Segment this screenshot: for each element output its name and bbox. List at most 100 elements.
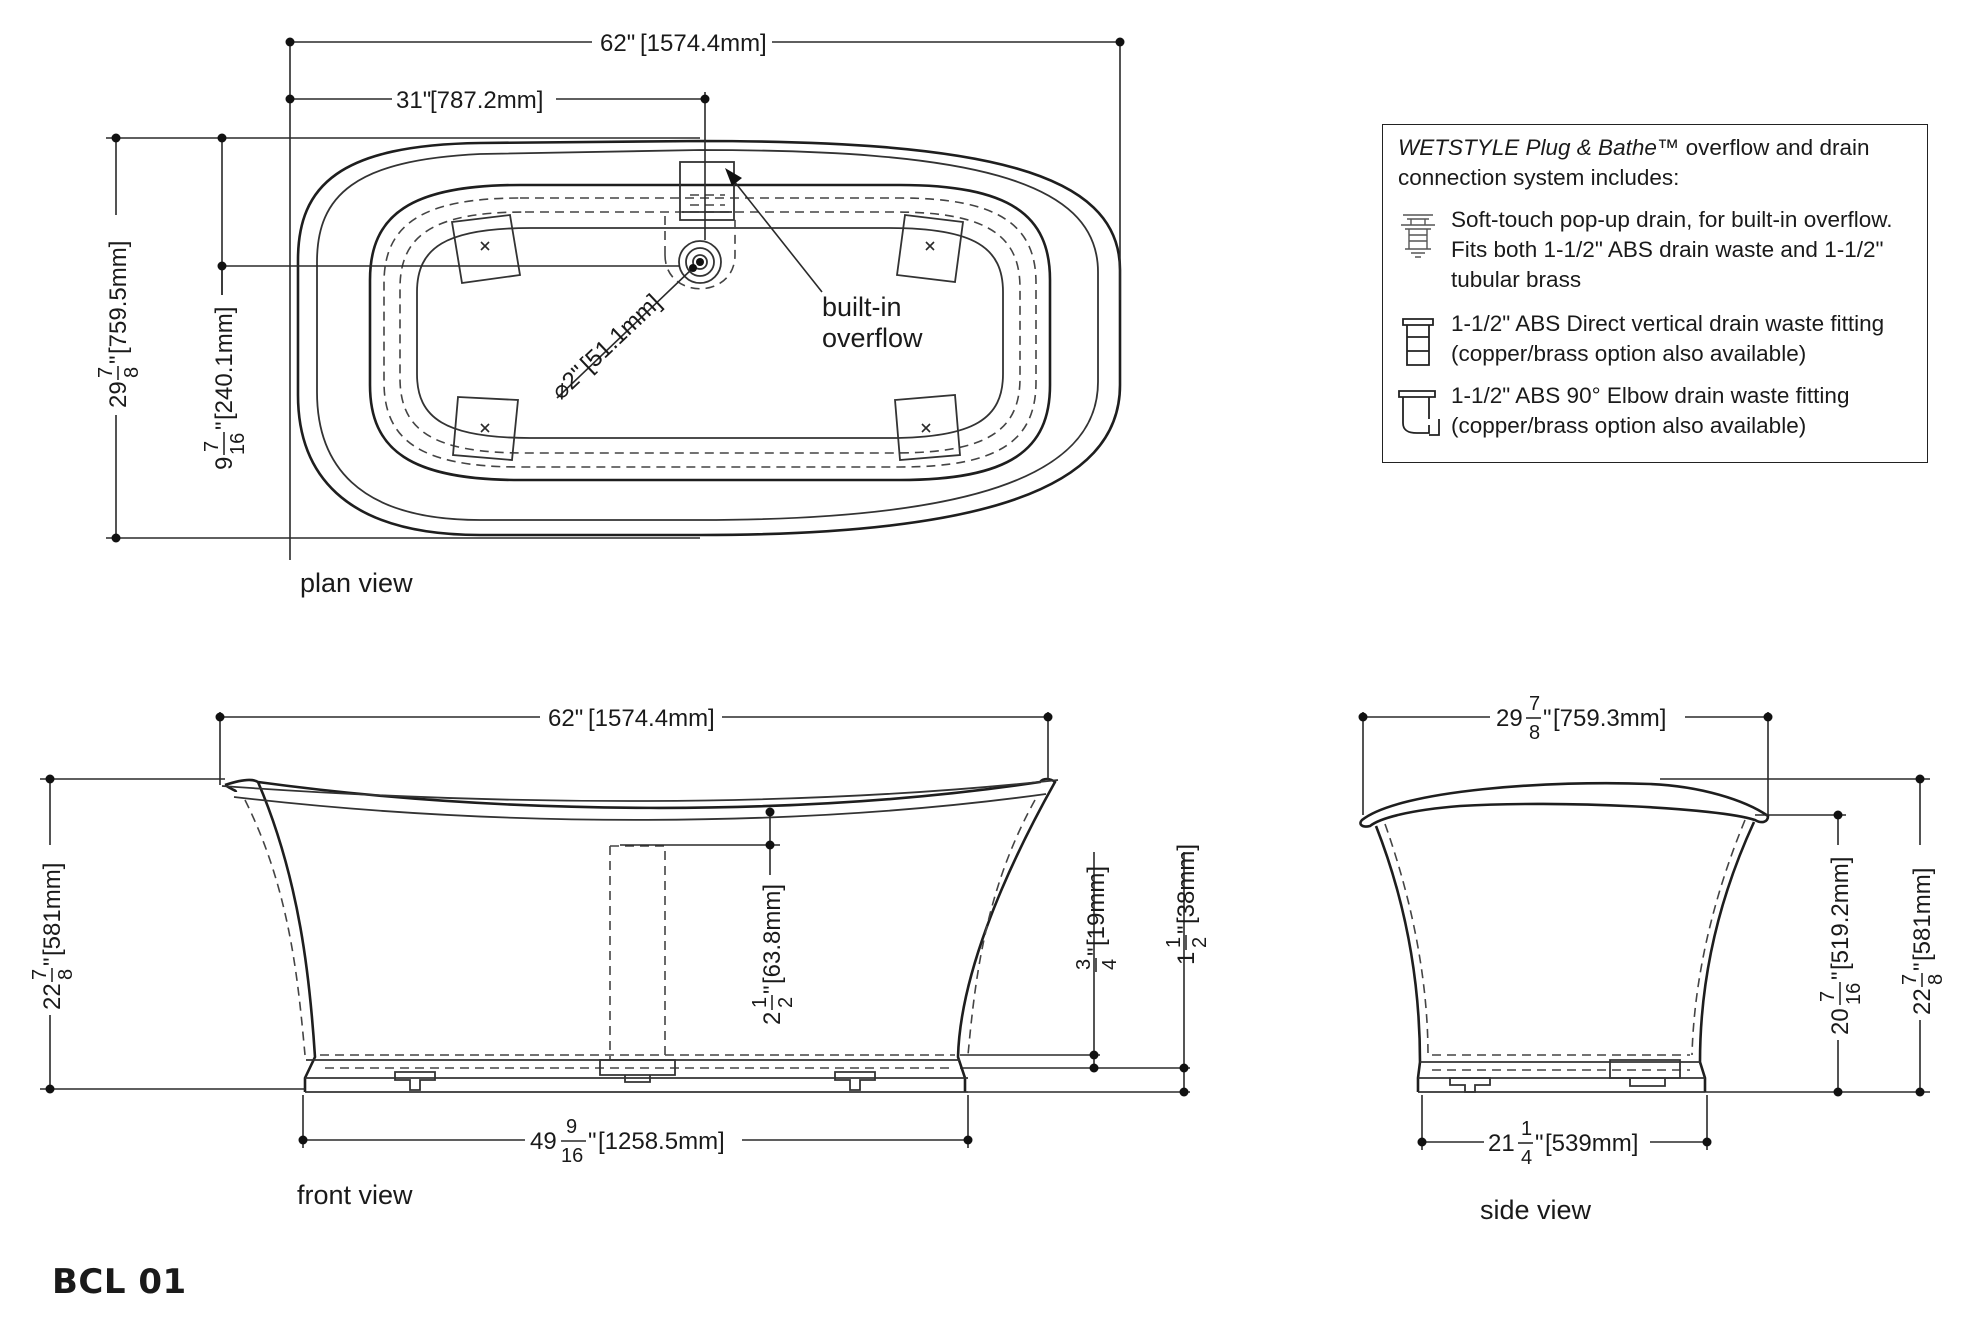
front-clearance-num: 3 (1073, 959, 1095, 970)
vertical-fitting-icon (1395, 315, 1441, 371)
front-base-length-den: 16 (561, 1145, 583, 1167)
svg-text:": " (759, 985, 786, 994)
front-plinth (305, 1077, 968, 1093)
side-inner-height-den: 16 (1843, 983, 1865, 1005)
side-height-num: 7 (1899, 974, 1921, 985)
plan-width-whole: 29 (105, 381, 132, 408)
plan-drain-offset-den: 16 (227, 433, 249, 455)
plan-rim-inner-edge (316, 149, 1099, 521)
side-inner-wall-left (1384, 823, 1429, 1056)
side-width-whole: 29 (1496, 705, 1523, 732)
plan-outer-rim (296, 139, 1122, 537)
plan-foot-bottom-right (894, 394, 961, 461)
front-inner-wall-right (967, 799, 1036, 1056)
front-height-den: 8 (55, 969, 77, 980)
legend-intro: WETSTYLE Plug & Bathe™ overflow and drai… (1398, 133, 1918, 193)
svg-text:": " (1083, 947, 1110, 956)
side-width-den: 8 (1529, 722, 1540, 744)
plan-width-dim: 29 7 8 " [759.5mm] (95, 133, 700, 543)
side-height-den: 8 (1925, 974, 1947, 985)
plan-drain (664, 215, 736, 290)
side-height-mm: [581mm] (1909, 868, 1936, 961)
plan-drain-offset-dim: 9 7 16 " [240.1mm] (196, 133, 680, 475)
plan-view-caption: plan view (300, 568, 413, 598)
front-floor-gap-num: 1 (1163, 937, 1185, 948)
side-inner-height-num: 7 (1817, 991, 1839, 1002)
svg-text:": " (39, 957, 66, 966)
plan-foot-top-left (450, 214, 522, 285)
side-base (1418, 1061, 1705, 1093)
drain-diameter-dim: ⌀2" [51.1mm] (546, 289, 666, 405)
front-overflow-pipe (609, 845, 666, 1060)
svg-text:": " (211, 421, 238, 430)
side-base-width-den: 4 (1521, 1147, 1532, 1169)
front-base-length-whole: 49 (530, 1128, 557, 1155)
plan-view: built-in overflow ⌀2" [51.1mm] 62" [1574… (95, 30, 1125, 598)
front-height-dim: 22 7 8 " [581mm] (29, 774, 305, 1094)
front-view-caption: front view (297, 1180, 413, 1210)
side-base-width-whole: 21 (1488, 1130, 1515, 1157)
plan-width-mm: [759.5mm] (105, 241, 132, 354)
front-overflow-depth-dim: 2 1 2 " [63.8mm] (620, 807, 797, 1025)
front-floor-gap-den: 2 (1189, 937, 1211, 948)
side-drain-fitting (1609, 1059, 1681, 1087)
plan-overall-length-dim: 62" [1574.4mm] (285, 30, 1125, 560)
side-base-width-dim: 21 1 4 " [539mm] (1417, 1095, 1712, 1169)
front-height-mm: [581mm] (39, 863, 66, 956)
front-floor-dashed (320, 1054, 955, 1069)
overflow-leader (725, 168, 823, 293)
side-inner-height-dim: 20 7 16 " [519.2mm] (1705, 810, 1930, 1097)
side-width-mm: [759.3mm] (1553, 705, 1666, 732)
front-drain-fitting (599, 1059, 676, 1083)
plan-basin-outline (368, 183, 1052, 482)
front-inner-wall-left (244, 799, 306, 1056)
front-floor-gap-whole: 1 (1173, 952, 1200, 965)
plan-half-length-mm: [787.2mm] (430, 87, 543, 114)
elbow-fitting-icon (1395, 383, 1441, 439)
front-base-length-mm: [1258.5mm] (598, 1128, 725, 1155)
plan-width-num: 7 (95, 367, 117, 378)
front-length: 62" (548, 705, 583, 732)
svg-text:": " (1535, 1130, 1544, 1157)
plan-overall-length: 62" (600, 30, 635, 57)
plan-basin-dashed-2 (399, 211, 1021, 454)
plan-drain-offset-num: 7 (201, 441, 223, 452)
front-overflow-depth-whole: 2 (759, 1012, 786, 1025)
model-code: BCL 01 (52, 1262, 187, 1302)
side-view-caption: side view (1480, 1195, 1592, 1225)
plan-drain-offset-whole: 9 (211, 457, 238, 470)
front-base-length-num: 9 (566, 1116, 577, 1138)
svg-text:": " (1543, 705, 1552, 732)
front-clearance-dim: 3 4 " [19mm] (960, 852, 1121, 1073)
front-clearance-mm: [19mm] (1083, 866, 1110, 946)
front-overflow-depth-mm: [63.8mm] (759, 884, 786, 984)
svg-text:": " (1827, 971, 1854, 980)
front-foot-right (834, 1071, 876, 1091)
side-inner-wall-right (1691, 819, 1746, 1056)
side-height-dim: 22 7 8 " [581mm] (1660, 774, 1947, 1097)
drain-diameter-mm: [51.1mm] (575, 289, 666, 377)
popup-drain-icon (1395, 209, 1441, 269)
legend-brand: WETSTYLE Plug & Bathe™ (1398, 135, 1680, 160)
plan-overall-length-mm: [1574.4mm] (640, 30, 767, 57)
side-height-whole: 22 (1909, 988, 1936, 1015)
legend-item-vertical-fitting: 1-1/2" ABS Direct vertical drain waste f… (1451, 311, 1885, 366)
front-height-num: 7 (29, 969, 51, 980)
plan-foot-top-right (895, 213, 965, 284)
overflow-callout-line2: overflow (822, 323, 923, 353)
side-body-outline (1374, 821, 1756, 1092)
legend-intro-rest: overflow and drain connection system inc… (1398, 135, 1870, 190)
plan-basin-dashed-1 (383, 197, 1037, 468)
side-width-dim: 29 7 8 " [759.3mm] (1358, 693, 1773, 815)
front-body-outline (224, 777, 1057, 1092)
plan-half-length-dim: 31" [787.2mm] (285, 87, 710, 240)
plan-half-length: 31" (396, 87, 431, 114)
legend-item-popup-drain: Soft-touch pop-up drain, for built-in ov… (1451, 207, 1893, 292)
front-rim-top (221, 779, 1059, 802)
svg-text:": " (1909, 962, 1936, 971)
overflow-callout-line1: built-in (822, 292, 902, 322)
svg-text:": " (1173, 925, 1200, 934)
drain-system-legend: WETSTYLE Plug & Bathe™ overflow and drai… (1382, 124, 1928, 463)
plan-drain-offset-mm: [240.1mm] (211, 307, 238, 420)
